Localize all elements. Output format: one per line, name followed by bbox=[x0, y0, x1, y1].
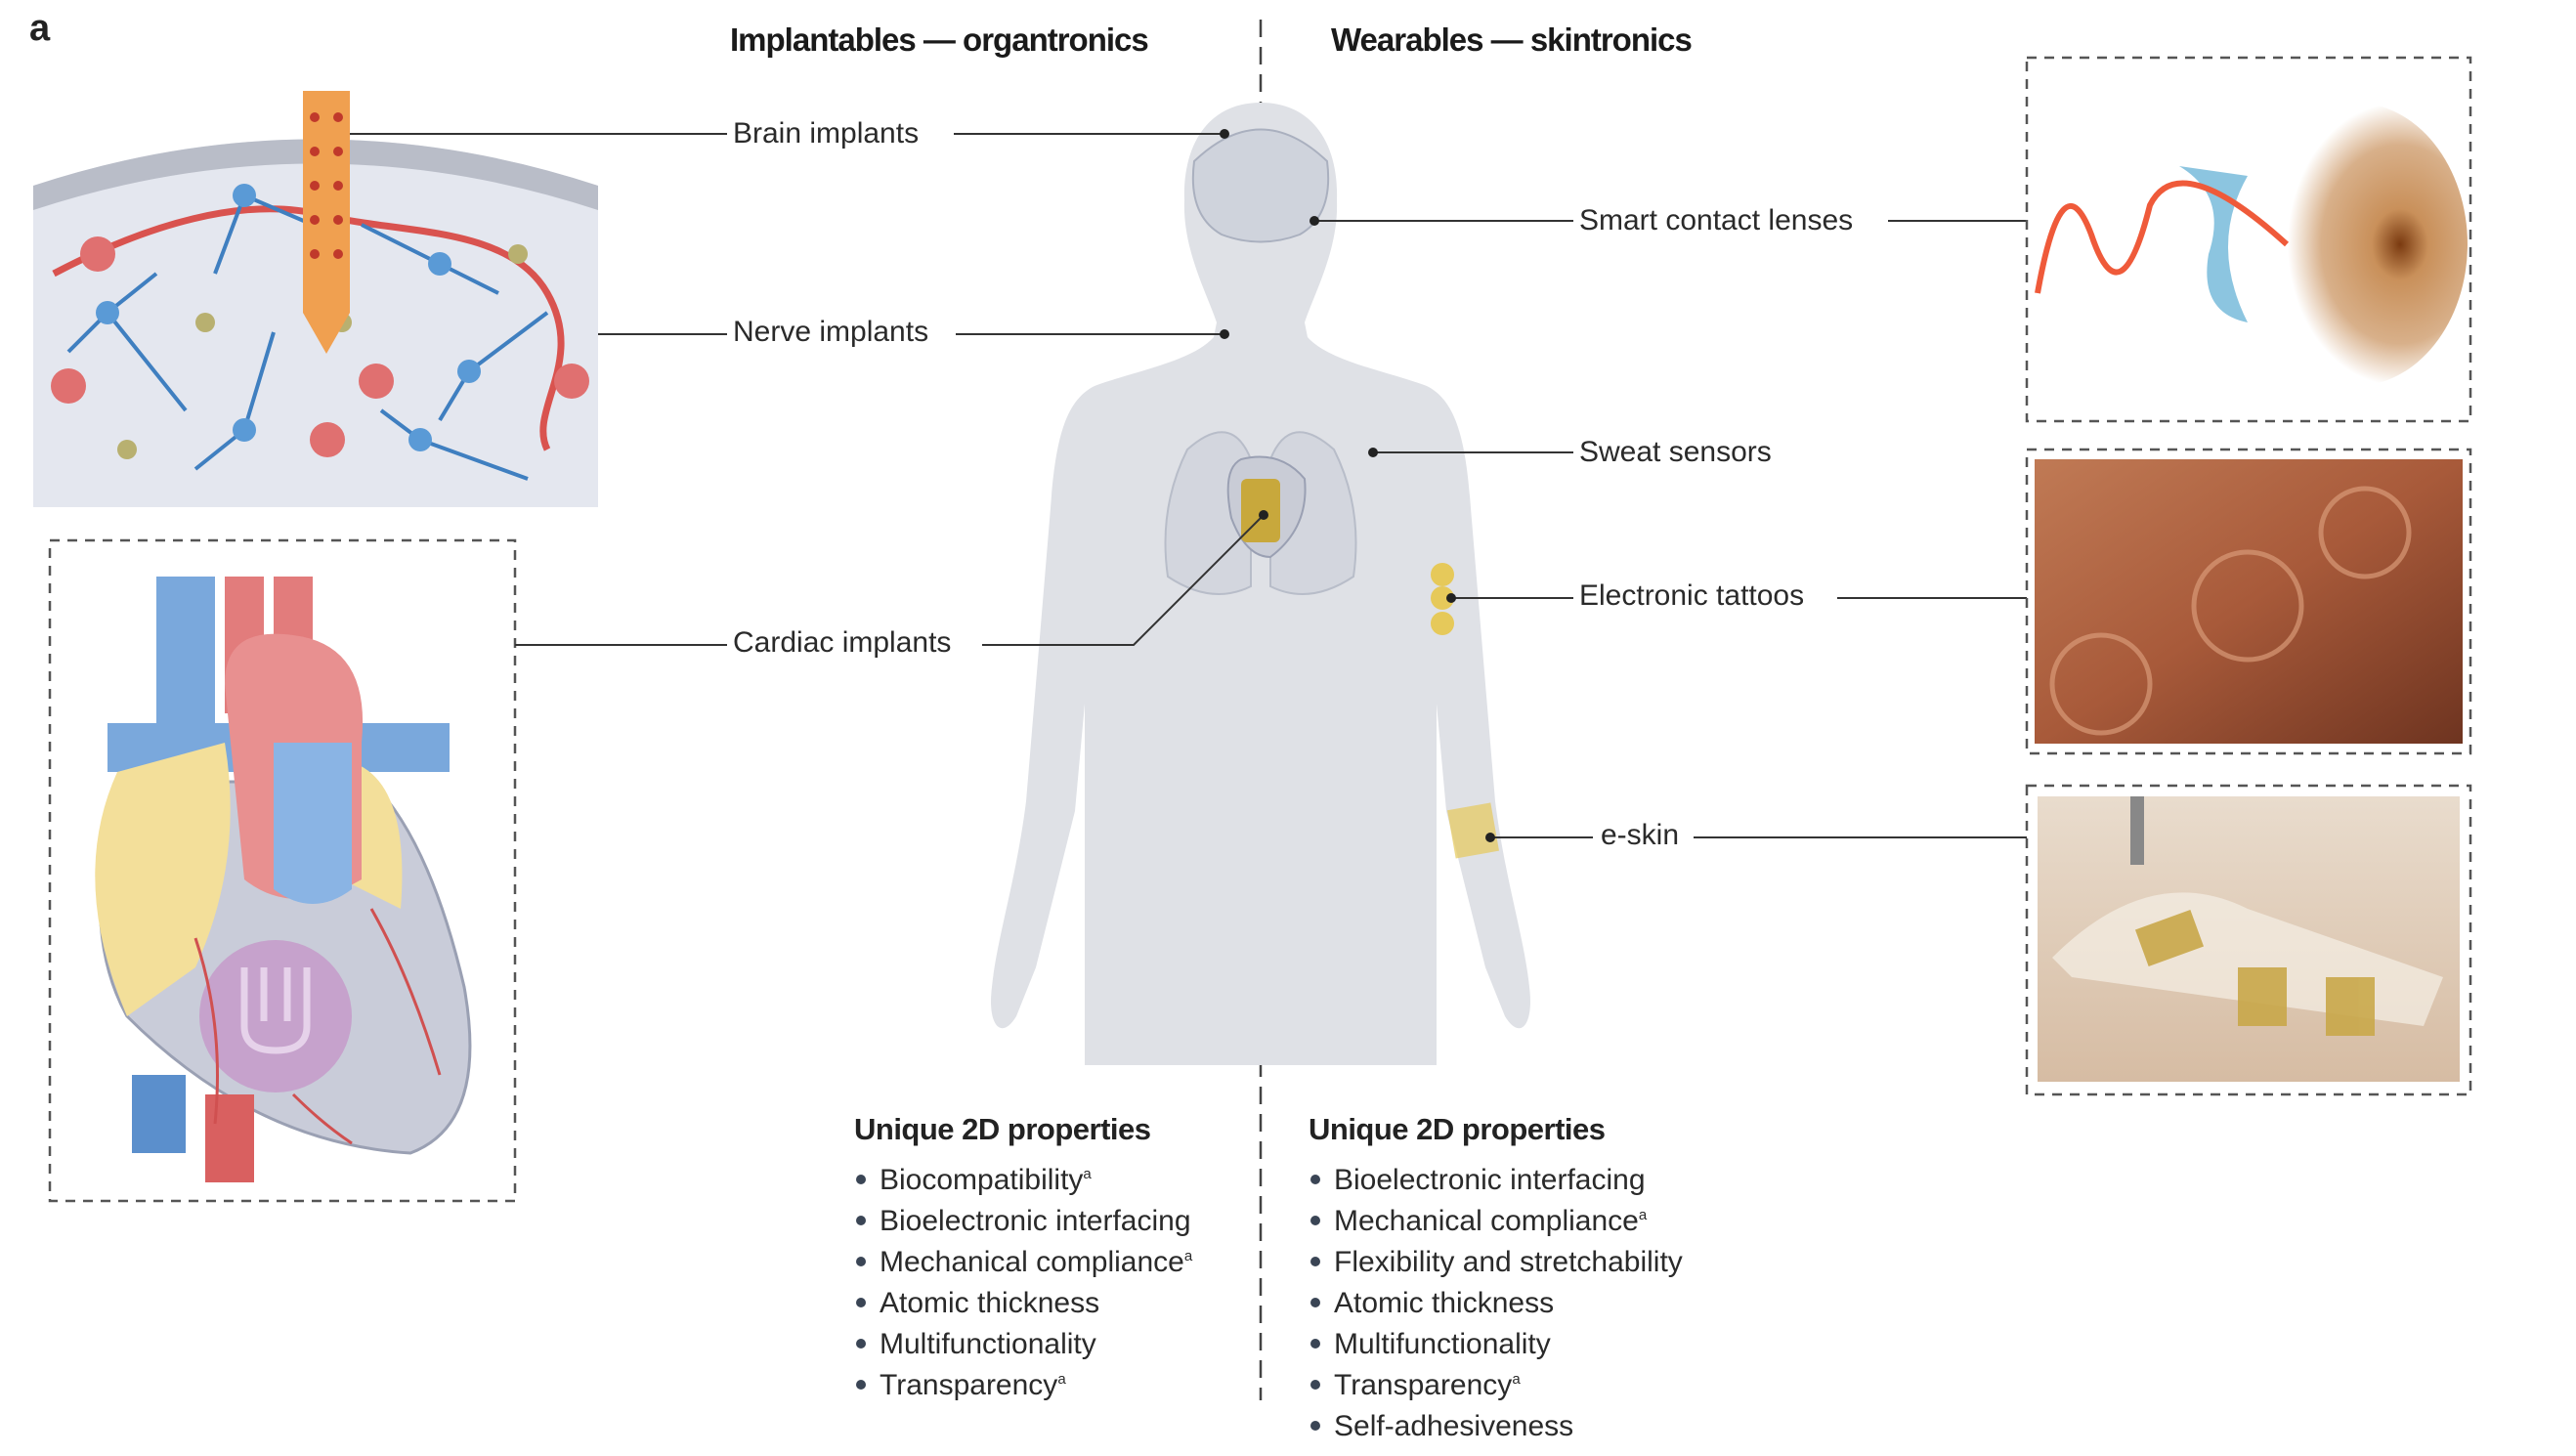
electronic-tattoo-mark bbox=[1431, 563, 1454, 635]
properties-title: Unique 2D properties bbox=[854, 1112, 1151, 1146]
footnote-marker: a bbox=[1083, 1166, 1092, 1182]
bullet-icon bbox=[856, 1256, 866, 1266]
property-text: Mechanical compliance bbox=[880, 1246, 1184, 1278]
property-item: Multifunctionality bbox=[1309, 1321, 1683, 1362]
properties-wearables: Unique 2D properties Bioelectronic inter… bbox=[1309, 1112, 1683, 1444]
bullet-icon bbox=[1310, 1256, 1320, 1266]
cardiac-device bbox=[199, 940, 352, 1092]
property-text: Mechanical compliance bbox=[1334, 1205, 1639, 1237]
property-text: Flexibility and stretchability bbox=[1334, 1246, 1683, 1278]
property-text: Transparency bbox=[880, 1369, 1058, 1401]
bullet-icon bbox=[1310, 1379, 1320, 1390]
property-item: Self-adhesiveness bbox=[1309, 1403, 1683, 1444]
footnote-marker: a bbox=[1638, 1207, 1648, 1223]
footnote-marker: a bbox=[1183, 1248, 1193, 1264]
property-item: Atomic thickness bbox=[854, 1280, 1192, 1321]
label-e-skin: e-skin bbox=[1595, 819, 1686, 852]
heading-implantables: Implantables — organtronics bbox=[730, 21, 1149, 58]
property-text: Atomic thickness bbox=[880, 1287, 1100, 1319]
label-sweat-sensors: Sweat sensors bbox=[1573, 436, 1778, 469]
property-text: Multifunctionality bbox=[1334, 1328, 1551, 1360]
label-nerve-implants: Nerve implants bbox=[727, 316, 935, 349]
brain bbox=[1191, 128, 1330, 243]
e-skin-mark bbox=[1446, 802, 1499, 859]
brain-tissue-illustration bbox=[33, 91, 598, 507]
label-brain-implants: Brain implants bbox=[727, 117, 925, 150]
property-item: Atomic thickness bbox=[1309, 1280, 1683, 1321]
property-text: Atomic thickness bbox=[1334, 1287, 1555, 1319]
property-text: Multifunctionality bbox=[880, 1328, 1096, 1360]
bullet-icon bbox=[856, 1297, 866, 1307]
human-body-silhouette bbox=[991, 103, 1530, 1065]
property-text: Bioelectronic interfacing bbox=[1334, 1164, 1646, 1196]
bullet-icon bbox=[856, 1379, 866, 1390]
eye-photo bbox=[2243, 103, 2468, 386]
property-text: Bioelectronic interfacing bbox=[880, 1205, 1191, 1237]
footnote-marker: a bbox=[1512, 1371, 1521, 1388]
bullet-icon bbox=[1310, 1215, 1320, 1225]
property-item: Mechanical compliancea bbox=[1309, 1198, 1683, 1239]
footnote-marker: a bbox=[1057, 1371, 1066, 1388]
panel-label: a bbox=[29, 8, 51, 49]
property-item: Bioelectronic interfacing bbox=[1309, 1157, 1683, 1198]
label-electronic-tattoos: Electronic tattoos bbox=[1573, 579, 1811, 613]
bullet-icon bbox=[1310, 1420, 1320, 1431]
heart-illustration bbox=[95, 577, 472, 1182]
property-item: Multifunctionality bbox=[854, 1321, 1192, 1362]
heading-wearables: Wearables — skintronics bbox=[1331, 21, 1693, 58]
bullet-icon bbox=[1310, 1338, 1320, 1349]
bullet-icon bbox=[1310, 1297, 1320, 1307]
property-text: Transparency bbox=[1334, 1369, 1513, 1401]
property-item: Biocompatibilitya bbox=[854, 1157, 1192, 1198]
property-item: Mechanical compliancea bbox=[854, 1239, 1192, 1280]
bullet-icon bbox=[1310, 1174, 1320, 1184]
label-cardiac-implants: Cardiac implants bbox=[727, 626, 958, 660]
tattoo-photo bbox=[2035, 459, 2463, 744]
leader-lines bbox=[350, 133, 2027, 838]
lungs bbox=[1164, 431, 1357, 595]
neural-probe bbox=[303, 91, 350, 354]
property-text: Self-adhesiveness bbox=[1334, 1410, 1574, 1442]
bullet-icon bbox=[856, 1174, 866, 1184]
property-item: Bioelectronic interfacing bbox=[854, 1198, 1192, 1239]
property-item: Transparencya bbox=[854, 1362, 1192, 1403]
bullet-icon bbox=[856, 1338, 866, 1349]
properties-title: Unique 2D properties bbox=[1309, 1112, 1606, 1146]
property-item: Transparencya bbox=[1309, 1362, 1683, 1403]
property-item: Flexibility and stretchability bbox=[1309, 1239, 1683, 1280]
label-smart-contact-lenses: Smart contact lenses bbox=[1573, 204, 1860, 237]
bullet-icon bbox=[856, 1215, 866, 1225]
cardiac-box bbox=[48, 538, 517, 1203]
property-text: Biocompatibility bbox=[880, 1164, 1084, 1196]
